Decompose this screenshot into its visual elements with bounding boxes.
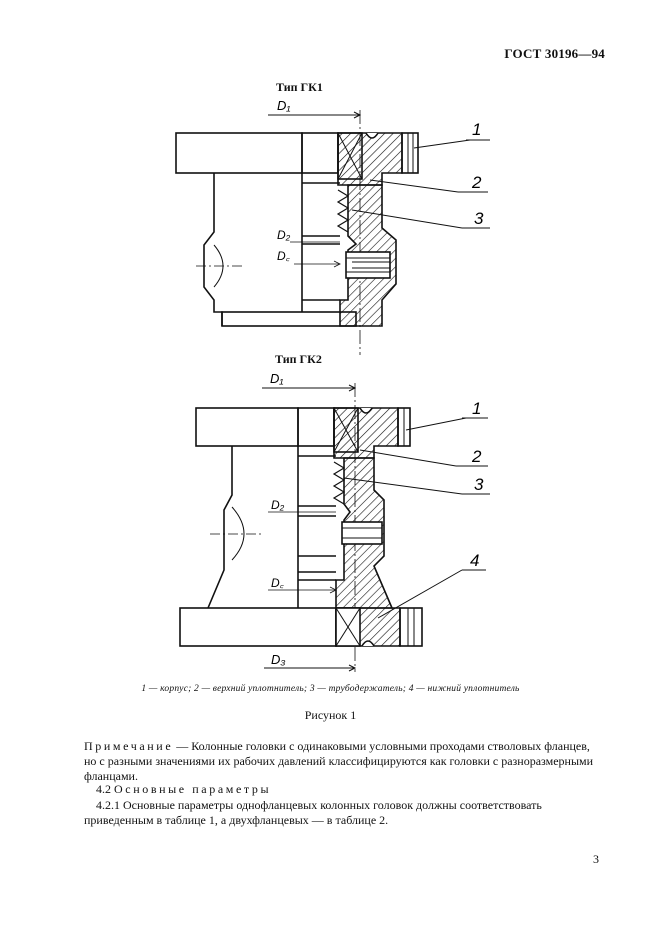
document-header: ГОСТ 30196—94 (504, 46, 605, 61)
gk2-label-d1: D₁ (270, 371, 284, 386)
section-number: 4.2 (96, 782, 114, 796)
figure-title-type1: Тип ГК1 (276, 80, 323, 94)
gk1-label-d1: D₁ (277, 98, 291, 113)
note-text: — Колонные головки с одинаковыми условны… (84, 739, 594, 783)
gk2-callout-2: 2 (471, 447, 482, 466)
page-number: 3 (593, 852, 599, 866)
gk2-callout-3: 3 (474, 475, 484, 494)
gk1-drawing (175, 110, 490, 355)
section-heading: 4.2 Основные параметры (96, 782, 271, 797)
gk2-callout-1: 1 (472, 399, 481, 418)
gk1-label-d2: D₂ (277, 228, 291, 242)
note-lead: Примечание (84, 739, 174, 753)
gk1-callout-2: 2 (471, 173, 482, 192)
gk2-label-d3: D₃ (271, 652, 286, 667)
gk1-callout-3: 3 (474, 209, 484, 228)
gk2-label-dc: D꜀ (271, 576, 285, 590)
figure-title-type2: Тип ГК2 (275, 352, 322, 366)
gk2-drawing (179, 383, 490, 672)
gk1-label-dc: D꜀ (277, 249, 291, 263)
gk2-label-d2: D₂ (271, 498, 285, 512)
section-title: Основные параметры (114, 782, 272, 796)
gk2-callout-4: 4 (470, 551, 479, 570)
figure-caption: Рисунок 1 (304, 708, 357, 722)
figure-legend: 1 — корпус; 2 — верхний уплотнитель; 3 —… (141, 684, 520, 694)
figure-drawing: D₁ D₂ D꜀ 1 2 3 (175, 98, 490, 672)
gk1-callout-1: 1 (472, 120, 481, 139)
body-paragraph: 4.2.1 Основные параметры однофланцевых к… (84, 798, 542, 827)
note-paragraph: Примечание — Колонные головки с одинаков… (84, 739, 604, 784)
